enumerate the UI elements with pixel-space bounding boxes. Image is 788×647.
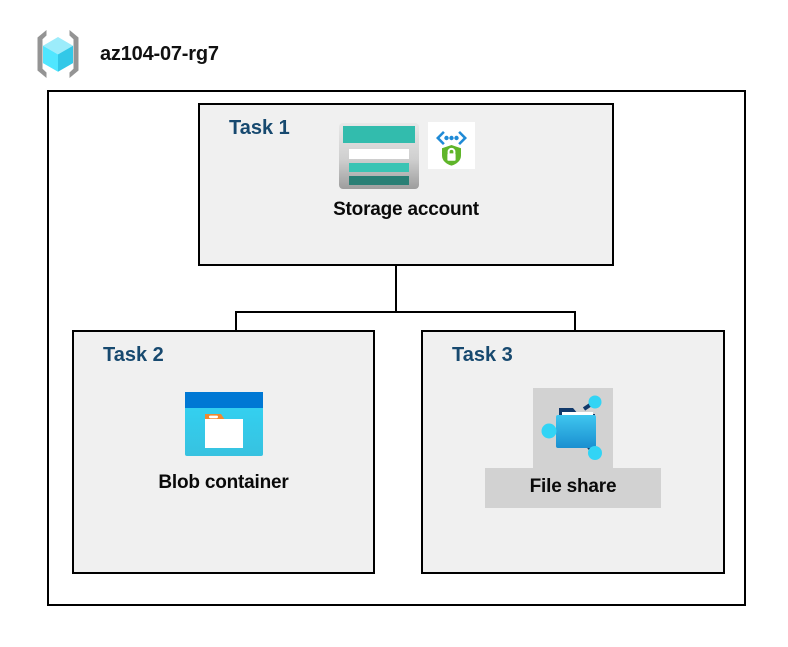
file-share-caption-highlight: File share	[484, 468, 662, 508]
storage-account-icon-row	[338, 122, 475, 190]
node-storage-account[interactable]: Storage account	[198, 122, 614, 221]
node-blob-container[interactable]: Blob container	[72, 390, 375, 494]
storage-account-icon	[338, 122, 420, 190]
connector-storage-trunk	[395, 266, 397, 313]
node-file-share[interactable]: File share	[421, 388, 725, 508]
storage-account-caption: Storage account	[333, 199, 479, 220]
resource-group-icon	[30, 27, 86, 81]
file-share-icon	[537, 393, 609, 463]
blob-container-icon	[183, 390, 265, 458]
task-1-label: Task 1	[229, 117, 290, 139]
file-share-icon-highlight	[533, 388, 613, 468]
task-2-label: Task 2	[103, 344, 164, 366]
resource-group-name: az104-07-rg7	[100, 42, 219, 65]
connector-horizontal-bus	[235, 311, 576, 313]
task-3-label: Task 3	[452, 344, 513, 366]
resource-group-header: az104-07-rg7	[30, 27, 219, 81]
blob-container-caption: Blob container	[158, 472, 289, 493]
secure-endpoint-shield-icon	[427, 122, 475, 169]
file-share-caption: File share	[529, 476, 617, 497]
